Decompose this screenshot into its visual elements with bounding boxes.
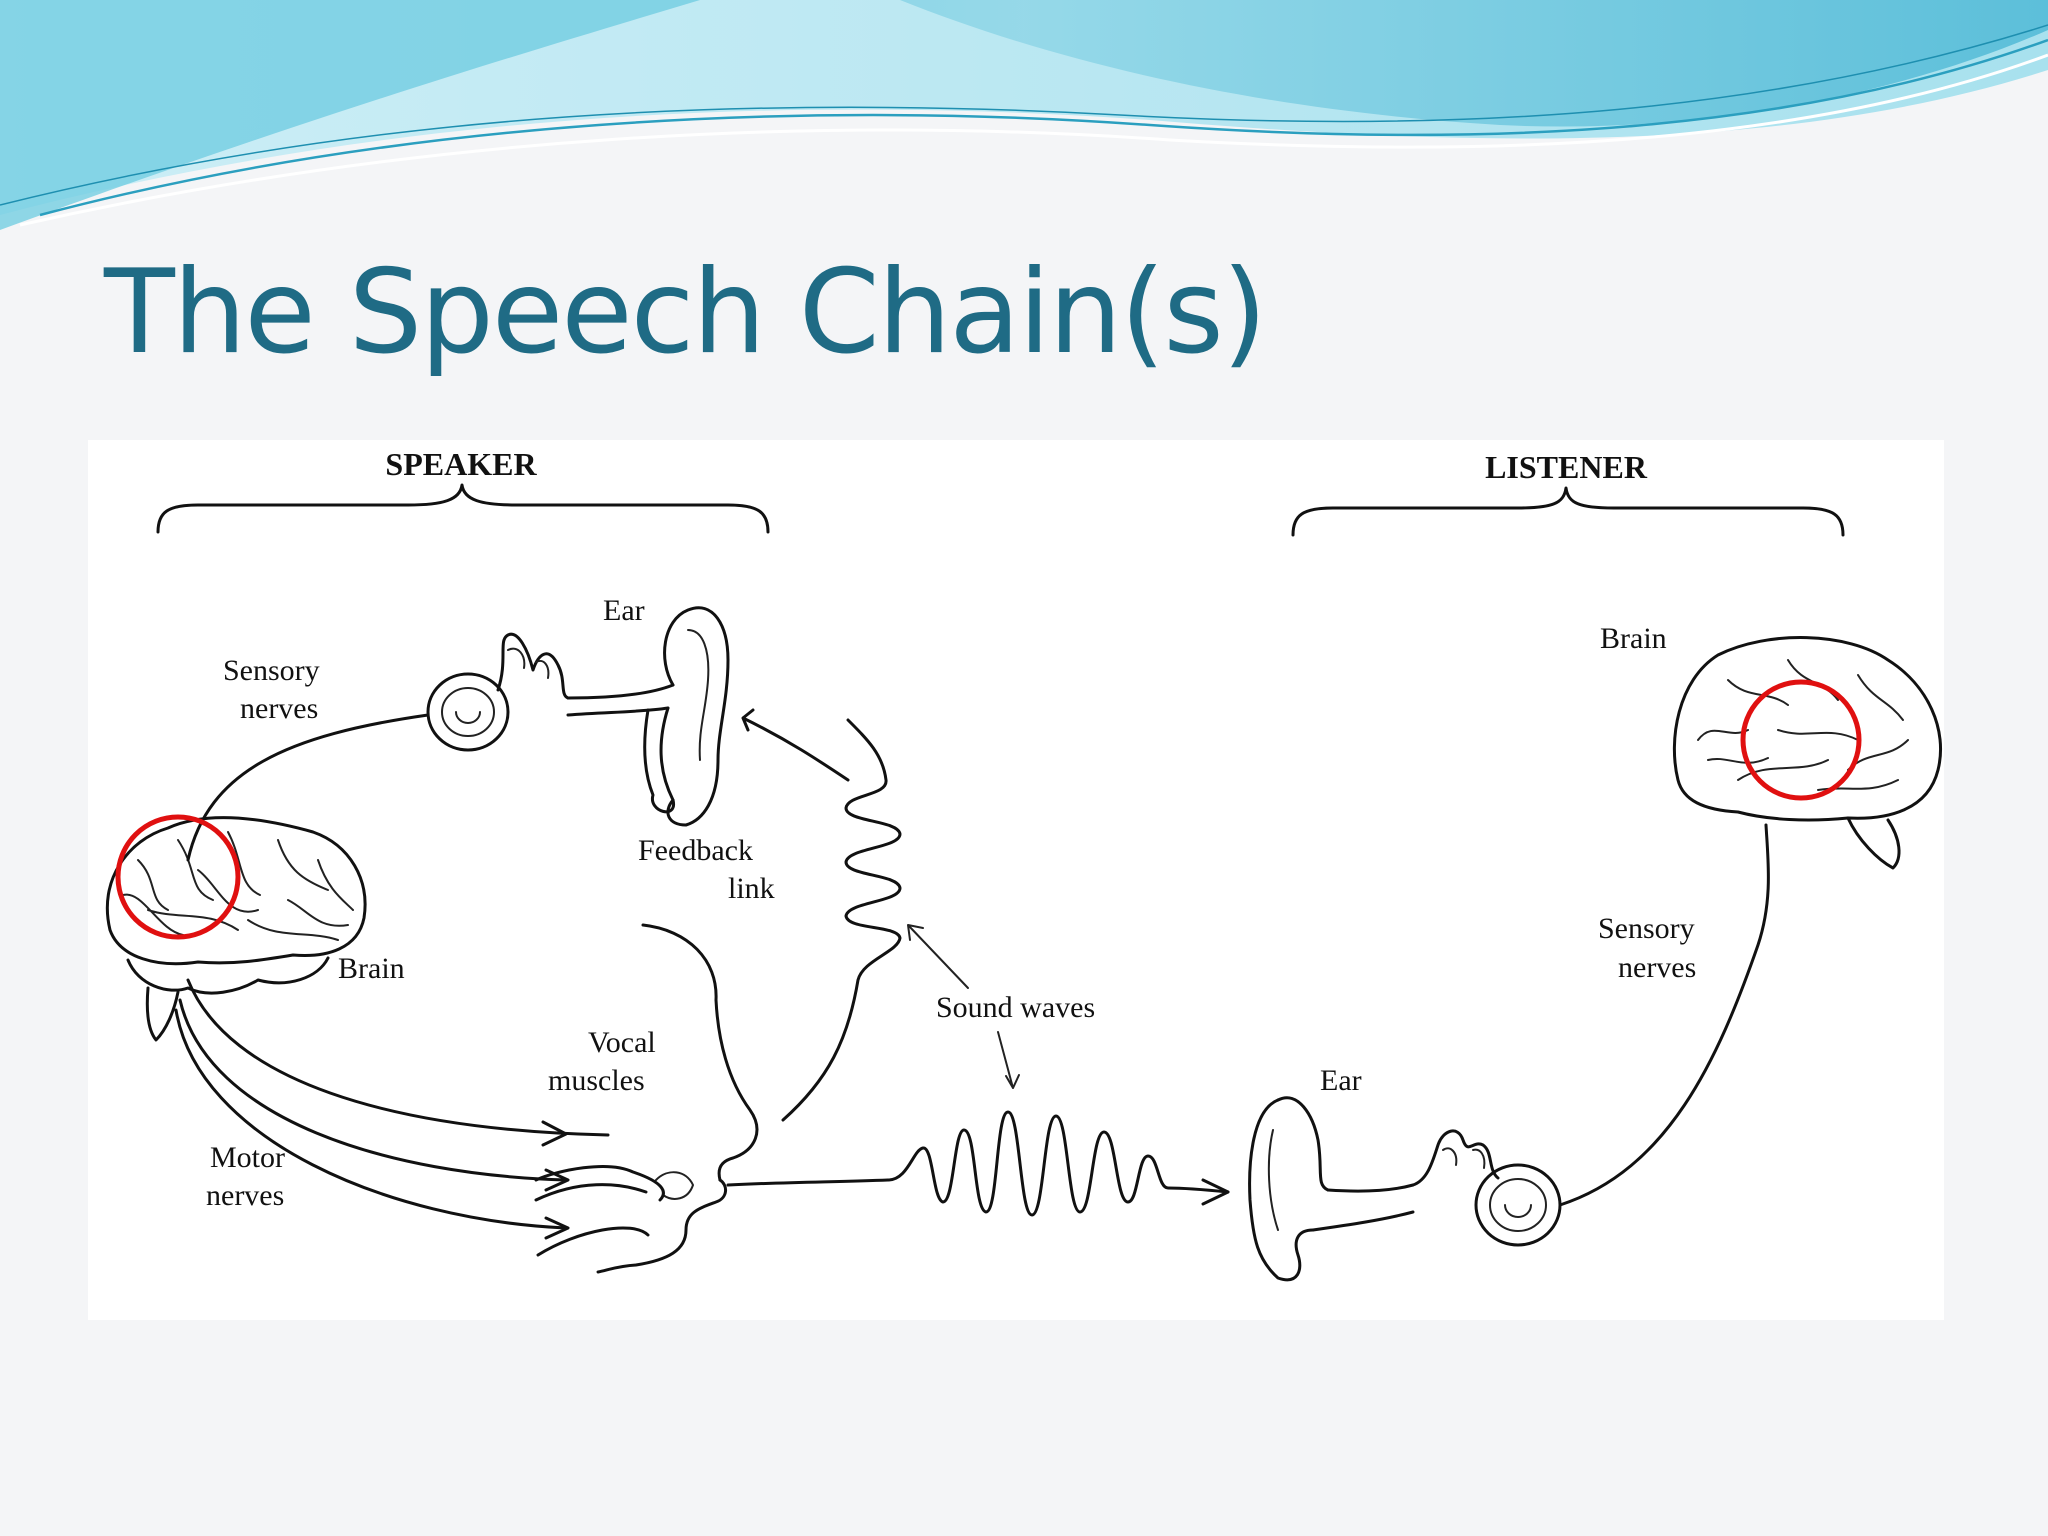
speech-chain-diagram: SPEAKER LISTENER Brain Sensory nerves Ea… xyxy=(105,446,1943,1282)
sound-waves-pointer-down xyxy=(997,1031,1020,1089)
listener-sensory-nerves-label-line2: nerves xyxy=(1618,951,1696,984)
speaker-sensory-nerves-label-line1: Sensory xyxy=(223,654,320,687)
motor-nerve-path-3-arrowhead xyxy=(544,1216,570,1240)
motor-nerves-label-line1: Motor xyxy=(210,1141,285,1174)
feedback-link-label-line2: link xyxy=(728,872,775,905)
listener-sensory-nerves-label-line1: Sensory xyxy=(1598,912,1695,945)
wave-line-3 xyxy=(0,24,2048,206)
listener-brace xyxy=(1291,486,1845,537)
motor-nerve-path-1 xyxy=(186,978,610,1137)
sound-wave-arrowhead xyxy=(1201,1178,1230,1206)
listener-outer-ear-illustration xyxy=(1248,1096,1415,1282)
wave-line-2 xyxy=(19,53,2048,227)
listener-brain-illustration xyxy=(1672,636,1943,870)
speaker-brain-illustration xyxy=(105,816,367,1042)
motor-nerve-path-2 xyxy=(178,998,568,1182)
speaker-outer-ear-illustration xyxy=(566,606,730,827)
speaker-cochlea-illustration xyxy=(426,632,570,752)
sound-waves-label: Sound waves xyxy=(936,991,1095,1024)
motor-nerve-path-3 xyxy=(174,1008,568,1230)
speaker-heading: SPEAKER xyxy=(385,446,537,482)
listener-sensory-nerve-path xyxy=(1558,823,1770,1207)
sound-waves-pointer-up xyxy=(907,924,969,989)
motor-nerve-path-2-arrowhead xyxy=(544,1168,570,1192)
feedback-link-label-line1: Feedback xyxy=(638,834,753,867)
wave-band-left xyxy=(0,0,700,230)
listener-ear-label: Ear xyxy=(1320,1064,1362,1097)
wave-band-front xyxy=(0,0,2048,127)
motor-nerve-path-1-arrowhead xyxy=(541,1120,568,1147)
wave-line-1 xyxy=(39,38,2048,217)
listener-heading: LISTENER xyxy=(1485,449,1648,485)
diagram-panel xyxy=(88,440,1944,1320)
speaker-face-illustration xyxy=(534,923,759,1274)
speaker-ear-label: Ear xyxy=(603,594,645,627)
sound-wave-main xyxy=(726,1110,1230,1217)
vocal-muscles-label-line2: muscles xyxy=(548,1064,645,1097)
listener-brain-label: Brain xyxy=(1600,622,1667,655)
listener-cochlea-illustration xyxy=(1411,1129,1562,1247)
header-wave-decoration xyxy=(0,0,2048,230)
speaker-brain-label: Brain xyxy=(338,952,405,985)
vocal-muscles-label-line1: Vocal xyxy=(588,1026,656,1059)
speaker-brain-highlight-circle xyxy=(115,814,241,940)
motor-nerves-label-line2: nerves xyxy=(206,1179,284,1212)
listener-brain-highlight-circle xyxy=(1740,679,1862,801)
slide-title: The Speech Chain(s) xyxy=(104,245,1267,380)
feedback-link-wave xyxy=(781,718,902,1122)
feedback-link-arrowhead xyxy=(741,708,850,782)
speaker-sensory-nerves-label-line2: nerves xyxy=(240,692,318,725)
speaker-sensory-nerve-path xyxy=(186,713,430,862)
speaker-brace xyxy=(156,483,770,534)
